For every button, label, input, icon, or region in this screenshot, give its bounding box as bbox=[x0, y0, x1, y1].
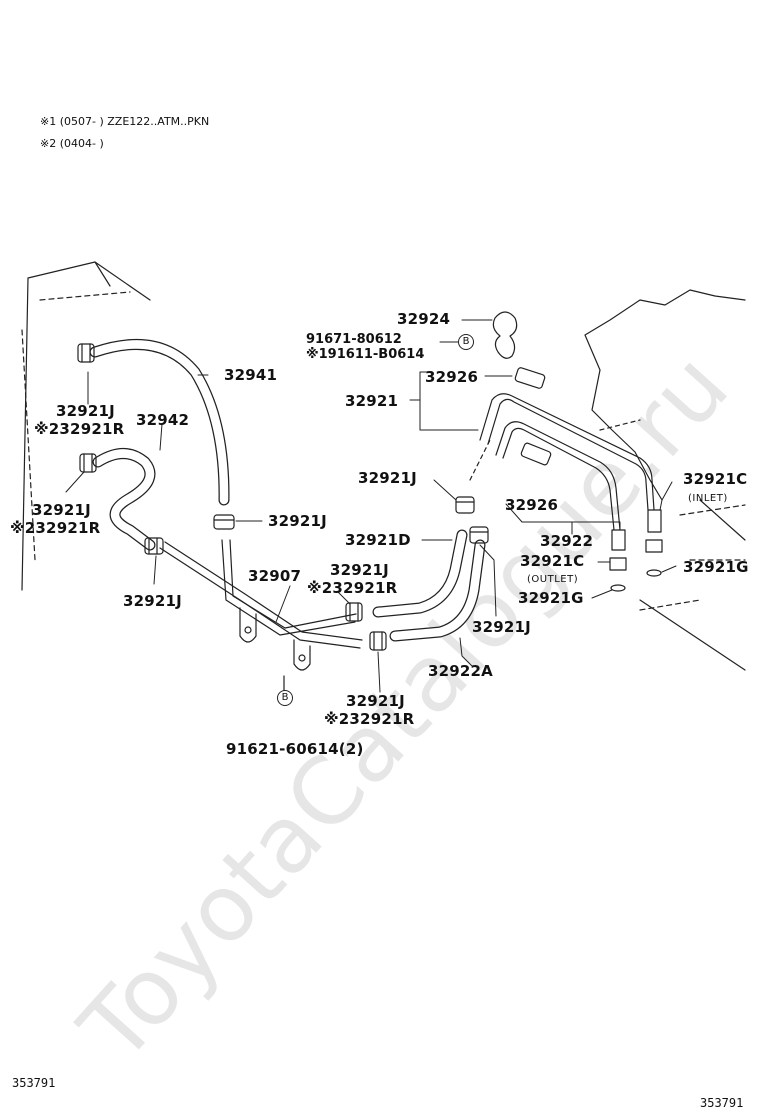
label-32907[interactable]: 32907 bbox=[248, 567, 302, 585]
label-32922a[interactable]: 32922A bbox=[428, 662, 493, 680]
clip-32921j-h bbox=[469, 526, 489, 544]
label-91621-60614[interactable]: 91621-60614(2) bbox=[226, 740, 364, 758]
label-32924[interactable]: 32924 bbox=[397, 310, 451, 328]
hose-32941-inner bbox=[90, 340, 229, 505]
pipe-32921-b bbox=[487, 398, 649, 511]
hose-32921d-inner bbox=[373, 530, 467, 617]
pipe-dashed bbox=[469, 419, 641, 481]
label-32921j-b[interactable]: 32921J bbox=[32, 501, 91, 519]
label-91671-80612[interactable]: 91671-80612 bbox=[306, 332, 402, 347]
clip-32921j-g bbox=[369, 631, 387, 651]
hose-32942-inner bbox=[93, 449, 155, 550]
hose-32922a bbox=[389, 539, 486, 642]
note-1-mark: ※1 bbox=[40, 115, 57, 128]
note-1-text: (0507- ) ZZE122..ATM..PKN bbox=[59, 115, 210, 128]
label-32921[interactable]: 32921 bbox=[345, 392, 399, 410]
label-32921r-g[interactable]: ※232921R bbox=[324, 710, 415, 728]
engine-block-dashed bbox=[21, 291, 131, 561]
b-circle-bottom: B bbox=[277, 690, 293, 706]
label-32921d[interactable]: 32921D bbox=[345, 531, 411, 549]
engine-block-outline bbox=[21, 261, 151, 591]
note-2-mark: ※2 bbox=[40, 137, 57, 150]
label-32921j-a[interactable]: 32921J bbox=[56, 402, 115, 420]
hose-piece-32926-b bbox=[520, 442, 552, 466]
transmission-dashed bbox=[639, 504, 746, 611]
label-32921r-e[interactable]: ※232921R bbox=[307, 579, 398, 597]
transmission-outline bbox=[584, 289, 746, 671]
label-32921g-left[interactable]: 32921G bbox=[518, 589, 584, 607]
label-32921j-h[interactable]: 32921J bbox=[472, 618, 531, 636]
label-32921g-right[interactable]: 32921G bbox=[683, 558, 749, 576]
gasket-32921g-r bbox=[646, 569, 662, 577]
label-32942[interactable]: 32942 bbox=[136, 411, 190, 429]
bracket-1 bbox=[239, 607, 257, 643]
label-32921j-g[interactable]: 32921J bbox=[346, 692, 405, 710]
label-32926-top[interactable]: 32926 bbox=[425, 368, 479, 386]
pipe-32922-a bbox=[495, 421, 621, 531]
tag-inlet: (INLET) bbox=[688, 493, 728, 504]
pipe-32907-d bbox=[229, 539, 357, 629]
label-32921r-b[interactable]: ※232921R bbox=[10, 519, 101, 537]
pipe-32907-c bbox=[221, 539, 356, 636]
label-32921j-f[interactable]: 32921J bbox=[358, 469, 417, 487]
fitting-outlet-nut bbox=[609, 557, 627, 571]
fitting-inlet-nut bbox=[645, 539, 663, 553]
clamp-32924 bbox=[492, 311, 518, 359]
hose-32922a-inner bbox=[390, 540, 485, 641]
hose-piece-32926-a bbox=[514, 367, 546, 389]
clip-32921j-b bbox=[79, 453, 97, 473]
label-32921j-c[interactable]: 32921J bbox=[268, 512, 327, 530]
reference-number-right: 353791 bbox=[700, 1096, 744, 1110]
tag-outlet: (OUTLET) bbox=[527, 574, 579, 585]
label-32921j-e[interactable]: 32921J bbox=[330, 561, 389, 579]
pipe-32921-a bbox=[479, 393, 655, 511]
fitting-outlet bbox=[611, 529, 626, 551]
bracket-2 bbox=[293, 639, 311, 671]
clip-32921j-d bbox=[144, 537, 164, 555]
clip-32921j-c bbox=[213, 514, 235, 530]
clip-32921j-e bbox=[345, 602, 363, 622]
note-1: ※1 (0507- ) ZZE122..ATM..PKN bbox=[40, 115, 209, 129]
label-32922[interactable]: 32922 bbox=[540, 532, 594, 550]
note-2: ※2 (0404- ) bbox=[40, 137, 104, 151]
label-32921c-inlet[interactable]: 32921C bbox=[683, 470, 748, 488]
leader-lines bbox=[65, 319, 677, 693]
clip-32921j-f bbox=[455, 496, 475, 514]
label-32921j-d[interactable]: 32921J bbox=[123, 592, 182, 610]
gasket-32921g-l bbox=[610, 584, 626, 592]
reference-number-left: 353791 bbox=[12, 1076, 56, 1090]
clip-32921j-a bbox=[77, 343, 95, 363]
fitting-inlet bbox=[647, 509, 662, 533]
note-2-text: (0404- ) bbox=[59, 137, 104, 150]
label-32921c-outlet[interactable]: 32921C bbox=[520, 552, 585, 570]
label-91611-b0614[interactable]: ※191611-B0614 bbox=[306, 347, 425, 362]
label-32926-mid[interactable]: 32926 bbox=[505, 496, 559, 514]
label-32921r-a[interactable]: ※232921R bbox=[34, 420, 125, 438]
pipe-32907-b bbox=[164, 541, 363, 641]
b-circle-top: B bbox=[458, 334, 474, 350]
pipe-32907-a bbox=[159, 547, 361, 649]
pipe-32922-b bbox=[502, 427, 615, 531]
label-32941[interactable]: 32941 bbox=[224, 366, 278, 384]
